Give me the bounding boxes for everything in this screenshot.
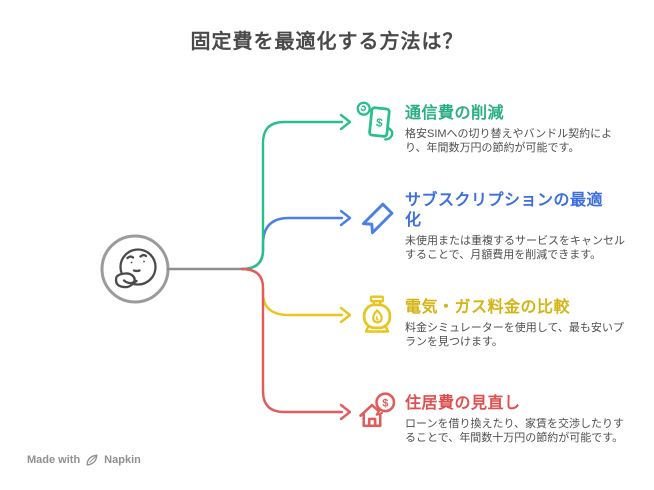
- branch-heading: 通信費の削減: [405, 105, 505, 122]
- branch-heading: サブスクリプションの最適 化: [405, 192, 604, 229]
- mobile-savings-icon: $: [355, 100, 399, 144]
- subscription-ticket-icon: [355, 198, 399, 242]
- branch-description: ローンを借り換えたり、家賃を交渉したりす ることで、年間数十万円の節約が可能です…: [405, 418, 625, 444]
- footer-credit: Made with Napkin: [27, 453, 141, 467]
- svg-text:$: $: [375, 115, 383, 130]
- arrowhead-blue: [339, 209, 352, 227]
- branch-description: 格安SIMへの切り替えやバンドル契約によ り、年間数万円の節約が可能です。: [405, 128, 613, 154]
- branch-telecom: 通信費の削減 格安SIMへの切り替えやバンドル契約によ り、年間数万円の節約が可…: [405, 104, 653, 155]
- branch-heading: 住居費の見直し: [405, 395, 521, 412]
- napkin-logo-icon: [86, 454, 98, 466]
- arrowhead-yellow: [339, 306, 352, 324]
- house-dollar-icon: $: [355, 390, 399, 434]
- center-node-circle: [100, 234, 170, 304]
- connector-blue: [240, 216, 344, 271]
- thinking-face-icon: [114, 248, 157, 289]
- svg-text:$: $: [382, 398, 388, 410]
- connector-green: [240, 120, 344, 271]
- connector-yellow: [240, 267, 344, 317]
- arrowhead-red: [339, 403, 352, 421]
- branch-description: 料金シミュレーターを使用して、最も安いプ ランを見つけます。: [405, 322, 624, 348]
- branch-description: 未使用または重複するサービスをキャンセル することで、月額費用を削減できます。: [405, 235, 625, 261]
- made-with-label: Made with: [27, 454, 81, 466]
- branch-heading: 電気・ガス料金の比較: [405, 299, 571, 316]
- brand-label: Napkin: [104, 454, 141, 466]
- branch-utilities: 電気・ガス料金の比較 料金シミュレーターを使用して、最も安いプ ランを見つけます…: [405, 298, 653, 349]
- branch-housing: 住居費の見直し ローンを借り換えたり、家賃を交渉したりす ることで、年間数十万円…: [405, 394, 653, 445]
- page-title: 固定費を最適化する方法は？: [190, 31, 464, 53]
- branch-subscription: サブスクリプションの最適 化 未使用または重複するサービスをキャンセル すること…: [405, 191, 653, 262]
- gas-lamp-icon: [355, 293, 399, 337]
- arrowhead-green: [339, 113, 352, 131]
- connector-red: [240, 267, 344, 414]
